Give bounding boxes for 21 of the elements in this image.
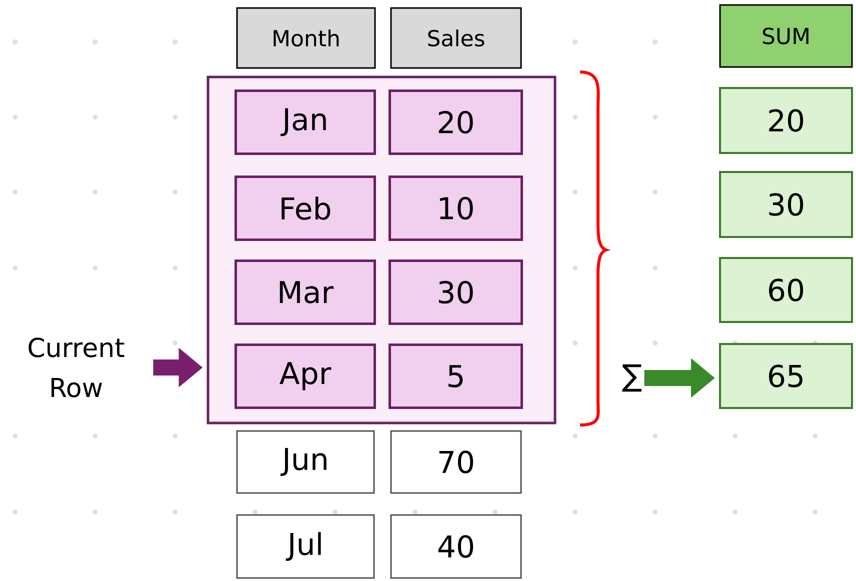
table-cell: Apr: [234, 344, 376, 409]
table-cell: Jun: [236, 430, 375, 494]
table-cell: 40: [390, 514, 522, 579]
sum-cell: 65: [719, 343, 853, 409]
header-cell: Month: [236, 7, 376, 69]
table-cell: Mar: [234, 260, 376, 325]
table-cell: Jan: [234, 90, 376, 155]
sum-cell: 30: [719, 171, 853, 238]
sigma-symbol: ∑: [622, 364, 642, 392]
table-cell: 70: [390, 430, 522, 494]
header-cell: SUM: [719, 4, 853, 68]
header-cell: Sales: [390, 7, 522, 69]
table-cell: Jul: [236, 514, 375, 579]
sum-cell: 60: [719, 257, 853, 323]
table-cell: 20: [388, 90, 523, 155]
table-cell: 30: [388, 260, 523, 325]
table-cell: Feb: [234, 176, 376, 241]
table-cell: 10: [388, 176, 523, 241]
row-label: Current Row: [28, 338, 124, 398]
table-cell: 5: [388, 344, 523, 409]
sum-cell: 20: [719, 87, 853, 154]
